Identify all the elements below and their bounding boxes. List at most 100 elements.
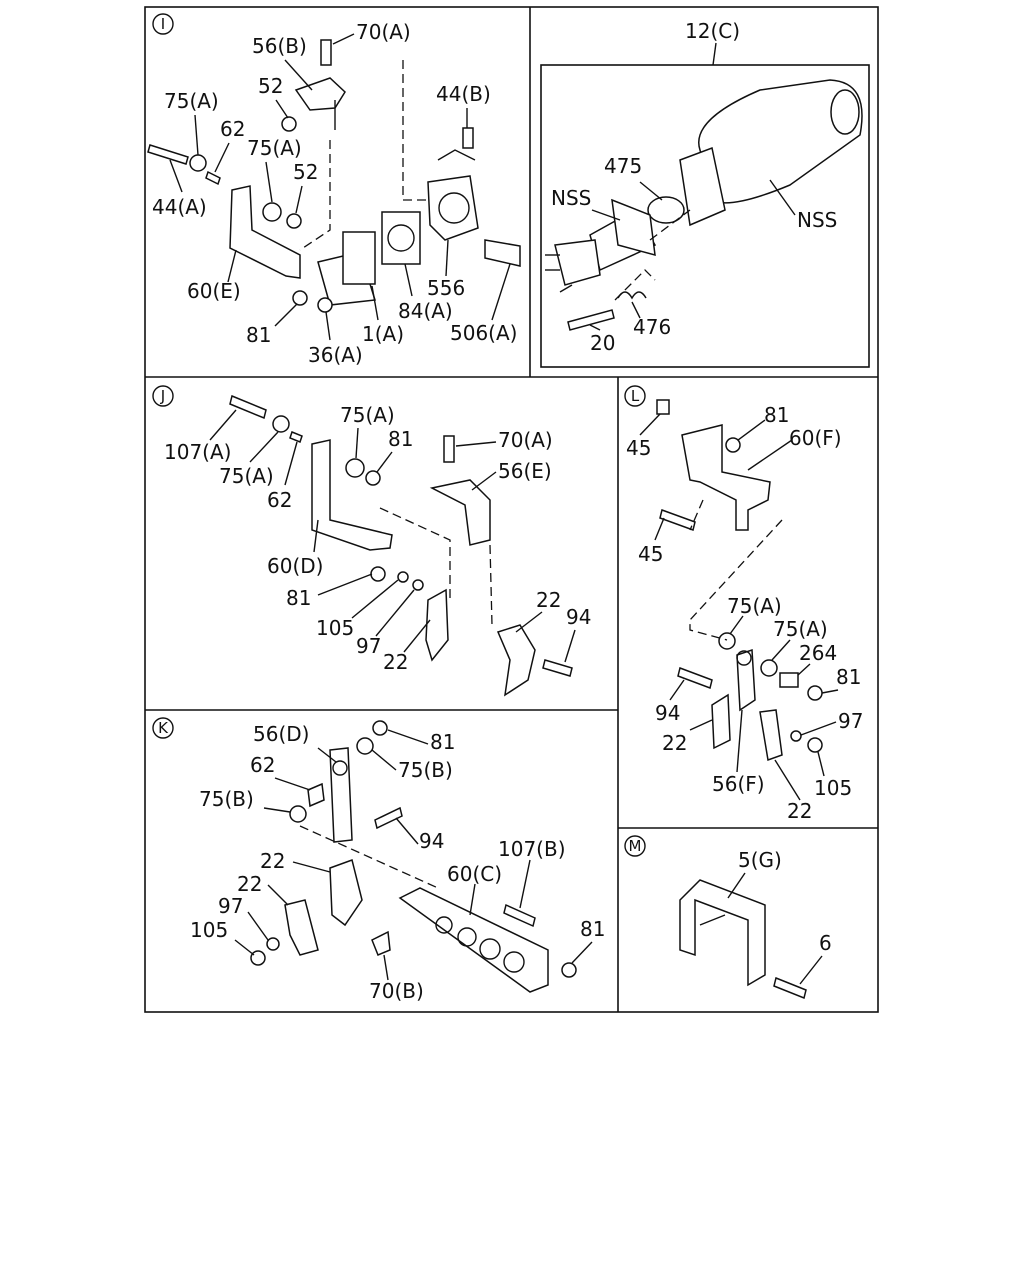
label-70a: 70(A) [498, 428, 553, 452]
bolt-70a [443, 435, 455, 463]
label-60c: 60(C) [447, 862, 502, 886]
label-22-2: 22 [787, 799, 812, 823]
washer-75a-2 [262, 202, 282, 222]
label-75a-2: 75(A) [340, 403, 395, 427]
bolt-70b [371, 930, 391, 956]
label-81: 81 [764, 403, 789, 427]
pipe-264 [779, 672, 799, 688]
label-105: 105 [814, 776, 852, 800]
bolt-94 [677, 667, 713, 689]
washer-75b [356, 737, 374, 755]
label-45-2: 45 [638, 542, 663, 566]
label-56d: 56(D) [253, 722, 309, 746]
label-556: 556 [427, 276, 465, 300]
label-22: 22 [260, 849, 285, 873]
label-nss-pipe: NSS [551, 186, 591, 210]
label-476: 476 [633, 315, 671, 339]
flange-556 [427, 175, 479, 241]
label-75a: 75(A) [727, 594, 782, 618]
pin-62 [205, 170, 221, 186]
pipe-end-flange [554, 239, 601, 286]
label-94: 94 [419, 829, 444, 853]
muffler-body [698, 79, 863, 204]
label-97: 97 [356, 634, 381, 658]
label-97: 97 [218, 894, 243, 918]
label-12c: 12(C) [685, 19, 740, 43]
section-marker-i: I [161, 15, 165, 33]
label-5g: 5(G) [738, 848, 782, 872]
seal-ring-475 [647, 196, 685, 224]
washer-75a [189, 154, 207, 172]
bolt-107a [229, 394, 267, 420]
nut-105 [250, 950, 266, 966]
label-62: 62 [267, 488, 292, 512]
nut-36a [317, 297, 333, 313]
label-36a: 36(A) [308, 343, 363, 367]
bracket-56d [329, 747, 353, 843]
label-44a: 44(A) [152, 195, 207, 219]
label-22-2: 22 [237, 872, 262, 896]
section-k: K 56(D) 81 62 75(B) 75(B) 94 22 22 97 10… [152, 717, 605, 1003]
label-60e: 60(E) [187, 279, 241, 303]
washer-97 [790, 730, 802, 742]
label-52-2: 52 [293, 160, 318, 184]
clamp-22 [329, 859, 363, 927]
bolt-94 [374, 806, 403, 830]
clamp-22-2 [759, 709, 783, 762]
section-j: J 107(A) 75(A) 62 75(A) 81 70(A) 56(E) 6… [152, 385, 591, 697]
washer-75a-2 [345, 458, 365, 478]
bolt-20 [567, 309, 615, 331]
label-75a-2: 75(A) [247, 136, 302, 160]
washer-97 [266, 937, 280, 951]
section-marker-j: J [160, 387, 165, 405]
label-56f: 56(F) [712, 772, 765, 796]
label-75b-2: 75(B) [199, 787, 254, 811]
label-60f: 60(F) [789, 426, 842, 450]
label-506a: 506(A) [450, 321, 517, 345]
bolt-506a [484, 239, 521, 267]
section-marker-k: K [158, 719, 169, 737]
label-81-2: 81 [836, 665, 861, 689]
clamp-22-2 [496, 624, 536, 697]
label-6: 6 [819, 931, 832, 955]
nut-81 [365, 470, 381, 486]
washer-75b-2 [289, 805, 307, 823]
washer-75a [718, 632, 736, 650]
label-56b: 56(B) [252, 34, 307, 58]
label-70b: 70(B) [369, 979, 424, 1003]
muffler-outlet [830, 89, 860, 135]
label-75a: 75(A) [219, 464, 274, 488]
label-475: 475 [604, 154, 642, 178]
label-nss-muffler: NSS [797, 208, 837, 232]
nut-52-2 [286, 213, 302, 229]
section-marker-m: M [629, 837, 642, 855]
label-107a: 107(A) [164, 440, 231, 464]
label-75a-2: 75(A) [773, 617, 828, 641]
label-94: 94 [655, 701, 680, 725]
nut-81 [372, 720, 388, 736]
section-l: L 45 81 60(F) 45 75(A) 75(A) 264 81 94 2… [624, 385, 863, 823]
label-81: 81 [430, 730, 455, 754]
bolt-107b [503, 903, 536, 928]
bolt-44b [462, 127, 474, 149]
cover-5g [679, 879, 766, 987]
clamp-22 [711, 693, 731, 750]
label-264: 264 [799, 641, 837, 665]
bolt-45-2 [659, 509, 696, 531]
section-i: I 56(B) 70(A) 52 75(A) 62 75(A) 52 44(A) [147, 13, 521, 367]
section-m: M 5(G) 6 [624, 835, 832, 1000]
nut-52 [281, 116, 297, 132]
muffler-flange [679, 146, 726, 227]
label-81-2: 81 [286, 586, 311, 610]
pin-62 [289, 431, 303, 443]
clamp-22 [425, 588, 449, 662]
label-94: 94 [566, 605, 591, 629]
label-22: 22 [383, 650, 408, 674]
bracket-56e [429, 479, 491, 546]
label-75a: 75(A) [164, 89, 219, 113]
label-62: 62 [250, 753, 275, 777]
section-marker-l: L [631, 387, 640, 405]
pin-62 [307, 782, 325, 808]
nut-105 [807, 737, 823, 753]
